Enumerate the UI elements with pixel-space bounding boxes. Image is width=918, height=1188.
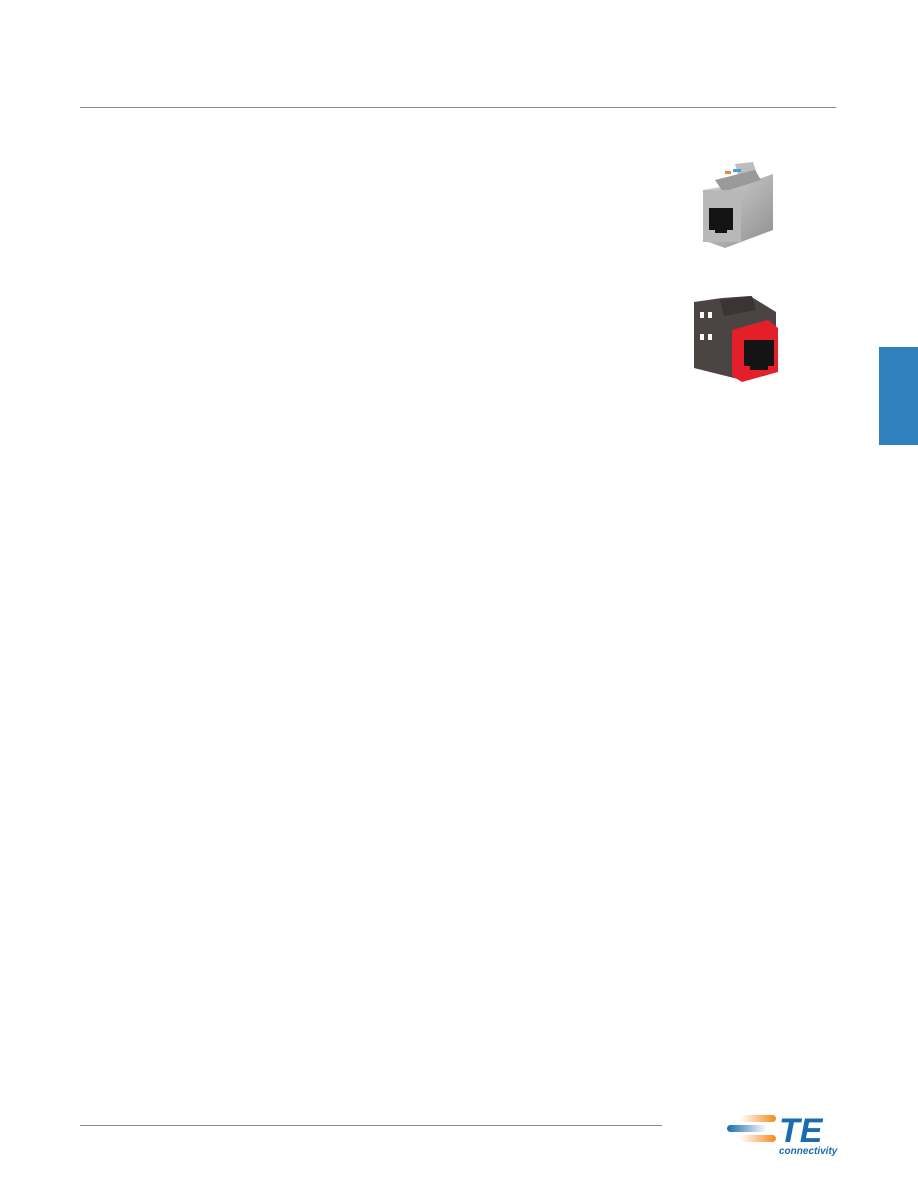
header-rule [80,107,836,108]
te-connectivity-logo: TE [727,1112,824,1150]
red-jack-image [694,296,778,382]
section-tab [879,347,918,445]
shielded-jack-image [703,162,773,248]
logo-te-text: TE [779,1112,824,1150]
footer-rule [80,1125,662,1126]
logo-subtext: connectivity [779,1146,838,1157]
